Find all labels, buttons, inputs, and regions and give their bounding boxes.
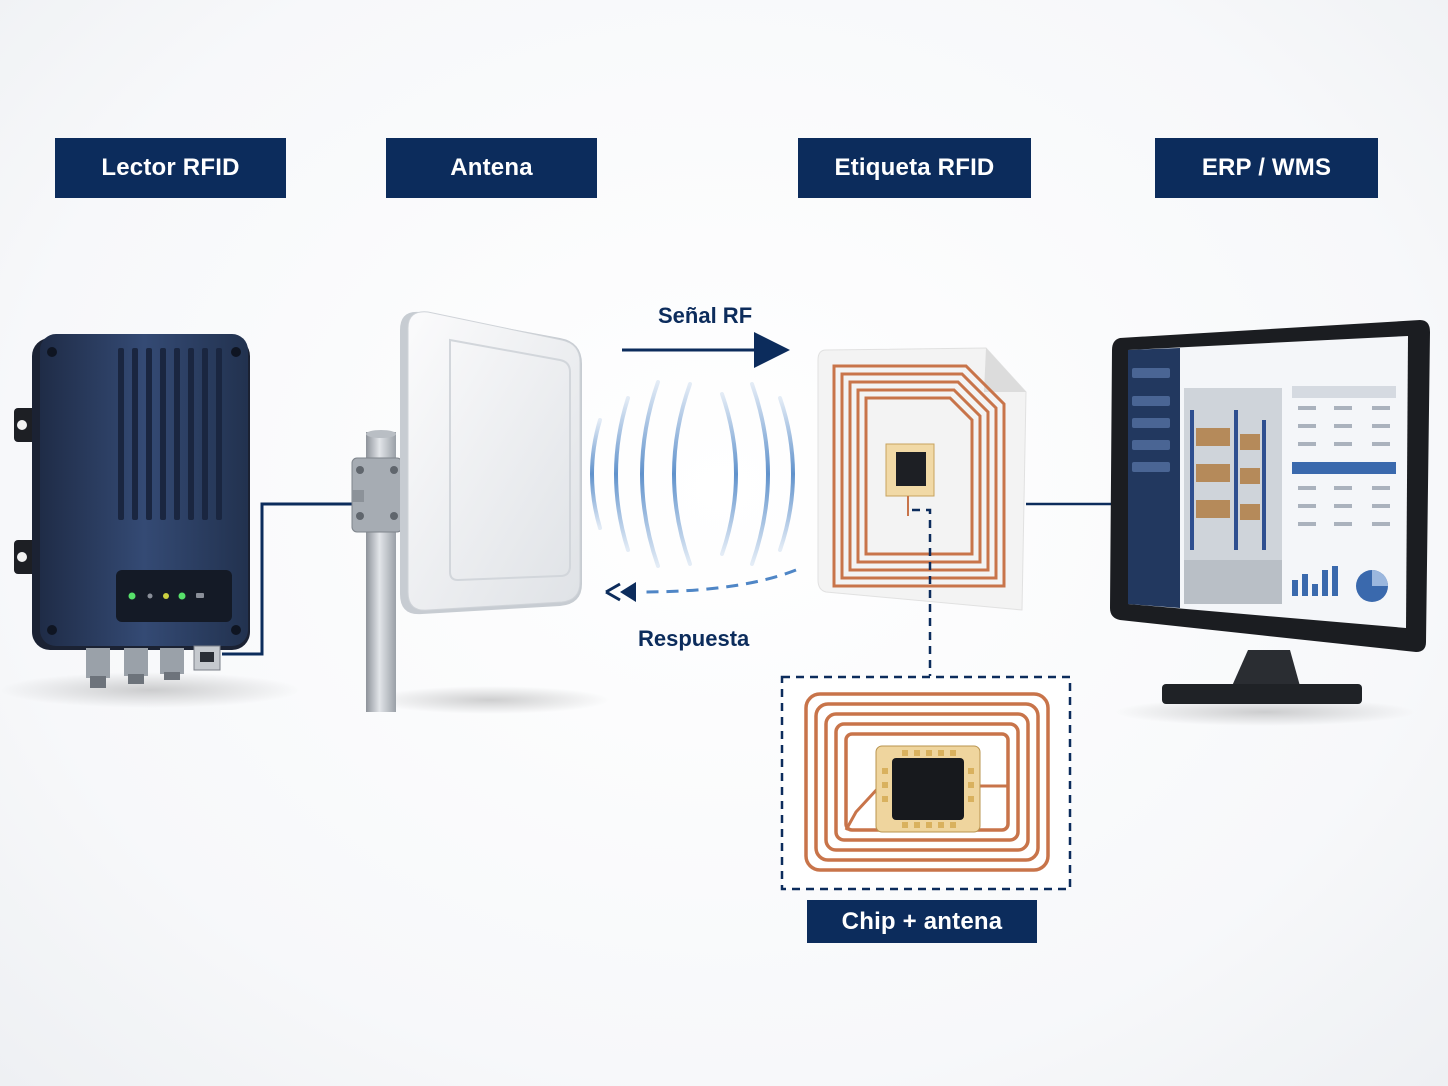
monitor-icon [1110,320,1430,704]
rfid-tag-icon [817,347,1027,611]
response-label: Respuesta [638,626,750,651]
antenna-label: Antena [386,138,597,198]
reader-label: Lector RFID [55,138,286,198]
erp-label: ERP / WMS [1155,138,1378,198]
signal-label: Señal RF [658,303,753,328]
rf-waves [590,380,795,568]
rfid-reader-icon [14,334,250,688]
chip-label: Chip + antena [807,900,1037,943]
zoom-connector [912,508,932,676]
panel-antenna-icon [351,311,582,712]
tag-label: Etiqueta RFID [798,138,1031,198]
chip-icon [804,692,1050,872]
reader-antenna-cable [222,502,356,656]
response-arrow [605,568,797,602]
